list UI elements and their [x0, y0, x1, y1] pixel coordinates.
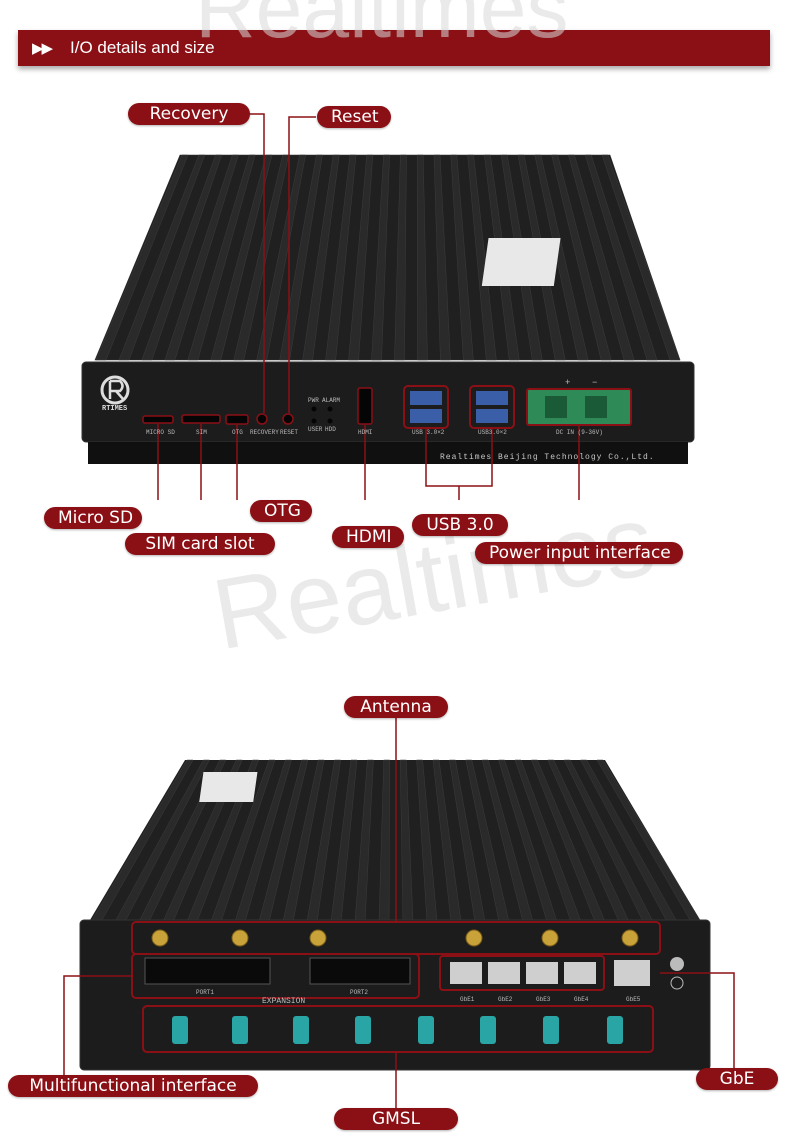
- minus-label: −: [592, 378, 598, 388]
- port2-panel-label: PORT2: [350, 989, 369, 996]
- usb3-label: USB 3.0: [412, 514, 508, 536]
- device-front-image: [81, 113, 695, 500]
- antenna-label: Antenna: [344, 696, 448, 718]
- double-play-arrow-icon: ▶▶: [32, 39, 53, 57]
- port1-panel-label: PORT1: [196, 989, 215, 996]
- gmsl-connectors: [172, 1016, 623, 1044]
- hdmi-port: [357, 387, 373, 425]
- micro-sd-label: Micro SD: [44, 507, 142, 529]
- reset-panel-label: RESET: [280, 429, 299, 436]
- hdmi-label: HDMI: [332, 526, 404, 548]
- rtimes-logo: [100, 375, 130, 405]
- expansion-panel-label: EXPANSION: [262, 997, 306, 1006]
- usb-b-panel-label: USB3.0×2: [478, 429, 507, 436]
- power-input-label: Power input interface: [475, 542, 683, 564]
- otg-panel-label: OTG: [232, 429, 243, 436]
- gbe3-panel-label: GbE3: [536, 996, 551, 1003]
- gbe2-panel-label: GbE2: [498, 996, 513, 1003]
- hdmi-panel-label: HDMI: [358, 429, 373, 436]
- company-name: Realtimes Beijing Technology Co.,Ltd.: [440, 453, 655, 462]
- otg-port: [225, 414, 249, 425]
- gbe-label: GbE: [696, 1068, 778, 1090]
- section-header: ▶▶ I/O details and size: [18, 30, 770, 66]
- plus-label: +: [565, 378, 571, 388]
- micro-sd-panel-label: MICRO SD: [146, 429, 175, 436]
- brand-label: RTIMES: [102, 405, 128, 413]
- reset-label: Reset: [317, 106, 391, 128]
- alarm-led-label: ALARM: [322, 397, 341, 404]
- user-led-label: USER: [308, 426, 323, 433]
- recovery-panel-label: RECOVERY: [250, 429, 279, 436]
- top-leader-lines: [157, 113, 580, 500]
- recovery-label: Recovery: [128, 103, 250, 125]
- power-terminal: [526, 388, 632, 426]
- section-title: I/O details and size: [70, 38, 215, 57]
- hdd-led-label: HDD: [325, 426, 336, 433]
- gmsl-label: GMSL: [334, 1108, 458, 1130]
- sma-antenna-connectors: [151, 929, 639, 947]
- sim-card-slot-shape: [181, 414, 221, 424]
- dc-panel-label: DC IN (9-36V): [556, 429, 603, 436]
- bottom-leader-lines: [63, 718, 735, 1108]
- micro-sd-slot: [142, 415, 174, 424]
- gbe4-panel-label: GbE4: [574, 996, 589, 1003]
- watermark-top: Realtimes: [195, 0, 569, 55]
- pwr-led-label: PWR: [308, 397, 319, 404]
- device-rear-image: [63, 718, 735, 1108]
- gbe5-panel-label: GbE5: [626, 996, 641, 1003]
- sim-card-slot-label: SIM card slot: [125, 533, 275, 555]
- otg-label: OTG: [250, 500, 312, 522]
- gbe1-panel-label: GbE1: [460, 996, 475, 1003]
- multifunctional-interface-label: Multifunctional interface: [8, 1075, 258, 1097]
- sim-panel-label: SIM: [196, 429, 207, 436]
- usb-a-panel-label: USB 3.0×2: [412, 429, 445, 436]
